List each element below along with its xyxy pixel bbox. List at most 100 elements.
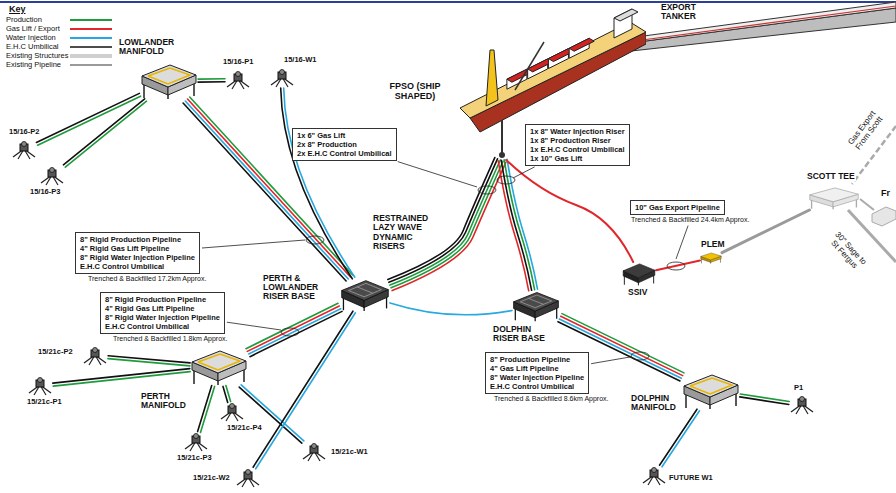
existing-pipeline bbox=[860, 199, 874, 210]
box-text: 2x 8" Production bbox=[297, 140, 392, 149]
pipeline-line bbox=[38, 96, 141, 145]
well-icon-part bbox=[22, 142, 27, 147]
legend-line-sample bbox=[70, 64, 112, 66]
structure-icon bbox=[190, 348, 248, 386]
subsea-well: P1 bbox=[789, 395, 815, 415]
legend-text: Gas Lift / Export bbox=[6, 24, 68, 33]
pipeline-connector bbox=[198, 79, 225, 82]
structure-label: 15/21c-P2 bbox=[38, 348, 73, 356]
box-text: 8" Rigid Production Pipeline bbox=[105, 295, 220, 304]
existing-structure: SCOTT TEE bbox=[808, 186, 860, 210]
pipeline-line bbox=[36, 93, 139, 142]
structure-label: FPSO (SHIP SHAPED) bbox=[379, 82, 451, 101]
pipeline-line bbox=[501, 160, 531, 290]
subsea-well: 15/21c-P2 bbox=[82, 346, 108, 366]
leader-ring bbox=[478, 186, 496, 194]
structure-icon-part bbox=[342, 281, 389, 301]
pipeline-connector bbox=[498, 159, 537, 290]
pipeline-line bbox=[660, 409, 698, 465]
annotation-label: Trenched & Backfilled 8.6km Approx. bbox=[493, 395, 610, 403]
node-label: FPSO (SHIP SHAPED) bbox=[378, 82, 452, 101]
subsea-well: 15/21c-P3 bbox=[183, 432, 209, 452]
node-label: DOLPHIN MANIFOLD bbox=[630, 394, 680, 412]
pipeline-line bbox=[198, 81, 225, 83]
pipeline-connector bbox=[223, 386, 231, 403]
structure-icon-part bbox=[148, 68, 190, 84]
vessel-drawing-part bbox=[470, 32, 646, 132]
box-text: 2x E.H.C Control Umbilical bbox=[297, 149, 392, 158]
pipeline-connector bbox=[108, 356, 190, 366]
pipeline-line bbox=[198, 78, 225, 80]
structure-icon bbox=[622, 262, 656, 286]
box-text: 1x 8" Water Injection Riser bbox=[530, 127, 625, 136]
pipeline-connector bbox=[198, 386, 215, 433]
node-label: 15/21c-W1 bbox=[330, 448, 369, 456]
node-label: 15/16-P3 bbox=[29, 188, 61, 196]
structure-label: PERTH MANIFOLD bbox=[141, 392, 189, 410]
pipeline-line bbox=[390, 303, 512, 315]
legend-row: Gas Lift / Export bbox=[6, 24, 114, 33]
pipeline-line bbox=[188, 99, 351, 277]
legend-sample bbox=[68, 43, 114, 51]
info-box: 10" Gas Export Pipeline bbox=[630, 200, 725, 215]
box-text: 8" Rigid Production Pipeline bbox=[80, 235, 195, 244]
well-icon-part bbox=[236, 72, 241, 77]
well-icon bbox=[225, 70, 251, 90]
subsea-well: 15/16-P1 bbox=[225, 70, 251, 90]
node-label: 15/21c-P3 bbox=[176, 454, 213, 462]
node-label: SSIV bbox=[627, 288, 648, 297]
structure-icon-part bbox=[623, 264, 655, 278]
well-icon bbox=[82, 346, 108, 366]
pipeline-line bbox=[241, 385, 304, 441]
tanker-drawing-part bbox=[608, 2, 896, 46]
pipeline-line bbox=[506, 160, 633, 262]
info-box: 1x 8" Water Injection Riser1x 8" Product… bbox=[525, 124, 630, 166]
structure-icon-part bbox=[690, 378, 732, 394]
leader-ring bbox=[667, 262, 685, 270]
legend-line-sample bbox=[70, 54, 112, 58]
structure-icon-part bbox=[192, 351, 246, 373]
subsea-well: 15/16-W1 bbox=[269, 68, 295, 88]
structure-icon-part bbox=[684, 375, 738, 397]
structure-icon-part bbox=[142, 65, 196, 87]
structure-label: LOWLANDER MANIFOLD bbox=[119, 38, 175, 56]
structure-label: DOLPHIN RISER BASE bbox=[493, 325, 555, 343]
leader-line bbox=[227, 322, 281, 330]
node-label: DOLPHIN RISER BASE bbox=[492, 325, 556, 343]
structure-icon-part bbox=[514, 293, 559, 312]
riser-base: PERTH & LOWLANDER RISER BASE bbox=[340, 278, 390, 312]
ssiv-structure: SSIV bbox=[622, 262, 656, 286]
box-text: 8" Production Pipeline bbox=[490, 355, 584, 364]
node-label: 15/21c-P4 bbox=[226, 424, 263, 432]
pipeline-line bbox=[201, 386, 215, 432]
structure-label: 15/21c-P3 bbox=[177, 454, 212, 462]
well-icon bbox=[219, 402, 245, 422]
pipeline-connector bbox=[183, 97, 353, 281]
legend-row: Existing Pipeline bbox=[6, 60, 114, 69]
well-icon bbox=[269, 68, 295, 88]
annotation-label: Trenched & Backfilled 24.4km Approx. bbox=[630, 216, 750, 224]
pipeline-connector bbox=[253, 311, 355, 469]
manifold: DOLPHIN MANIFOLD bbox=[682, 372, 740, 410]
node-label: LOWLANDER MANIFOLD bbox=[118, 38, 176, 56]
structure-icon-part bbox=[810, 188, 858, 202]
legend-line-sample bbox=[70, 46, 112, 48]
pipeline-line bbox=[740, 394, 789, 402]
pipeline-line bbox=[108, 359, 190, 366]
legend: ProductionGas Lift / ExportWater Injecti… bbox=[6, 15, 114, 69]
legend-row: Existing Structures bbox=[6, 51, 114, 60]
box-text: E.H.C Control Umbilical bbox=[490, 382, 584, 391]
legend-row: Production bbox=[6, 15, 114, 24]
well-icon-part bbox=[280, 70, 285, 75]
annotation-label: Trenched & Backfilled 1.8km Approx. bbox=[112, 335, 229, 343]
info-box: 1x 6" Gas Lift2x 8" Production2x E.H.C C… bbox=[292, 128, 397, 161]
vessel-drawing-part bbox=[515, 42, 544, 90]
pipeline-connector bbox=[660, 409, 700, 467]
plem-structure: PLEM bbox=[700, 252, 722, 264]
subsea-well: 15/21c-W2 bbox=[235, 468, 261, 488]
leader-line bbox=[202, 240, 305, 248]
well-icon bbox=[27, 376, 53, 396]
box-text: 8" Water Injection Pipeline bbox=[490, 373, 584, 382]
